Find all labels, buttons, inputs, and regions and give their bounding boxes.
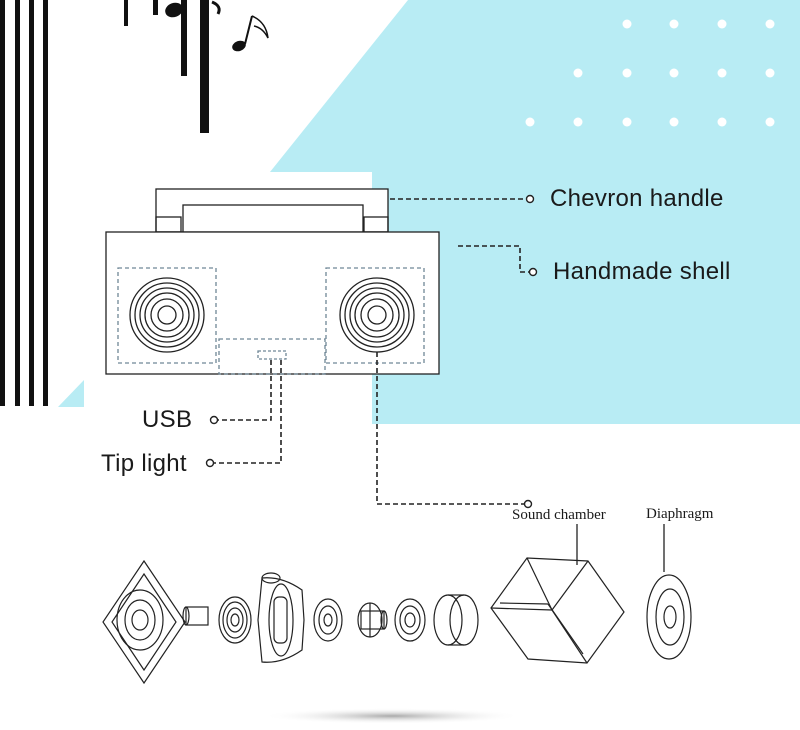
diaphragm-disc [646,574,692,660]
leader-end-circles [205,194,538,509]
drop-shadow [262,708,522,724]
magnet-ring [313,598,343,642]
label-handmade-shell: Handmade shell [553,258,731,285]
label-chevron-handle: Chevron handle [550,185,724,212]
speaker-cone [257,572,305,663]
dot-grid [525,19,775,127]
decorative-stripes [0,0,48,406]
label-usb: USB [142,406,193,433]
front-panel [102,559,186,685]
handmade-shell [105,231,440,375]
usb-port [257,350,287,360]
small-cylinder [182,606,209,626]
callout-lines [576,524,665,572]
blue-corner-triangle [58,380,84,407]
exploded-components [102,557,692,685]
left-speaker-driver [129,277,205,353]
pole-piece [357,602,388,638]
speaker-body [105,188,440,375]
washer-ring [394,598,426,642]
sound-chamber-cube [490,557,625,664]
label-diaphragm: Diaphragm [646,506,714,522]
music-note-icon [124,0,269,133]
band-cylinder [433,594,479,646]
label-sound-chamber: Sound chamber [512,507,606,523]
leader-lines [214,198,530,505]
label-tip-light: Tip light [101,450,187,477]
voice-coil [218,596,252,644]
right-speaker-driver [339,277,415,353]
